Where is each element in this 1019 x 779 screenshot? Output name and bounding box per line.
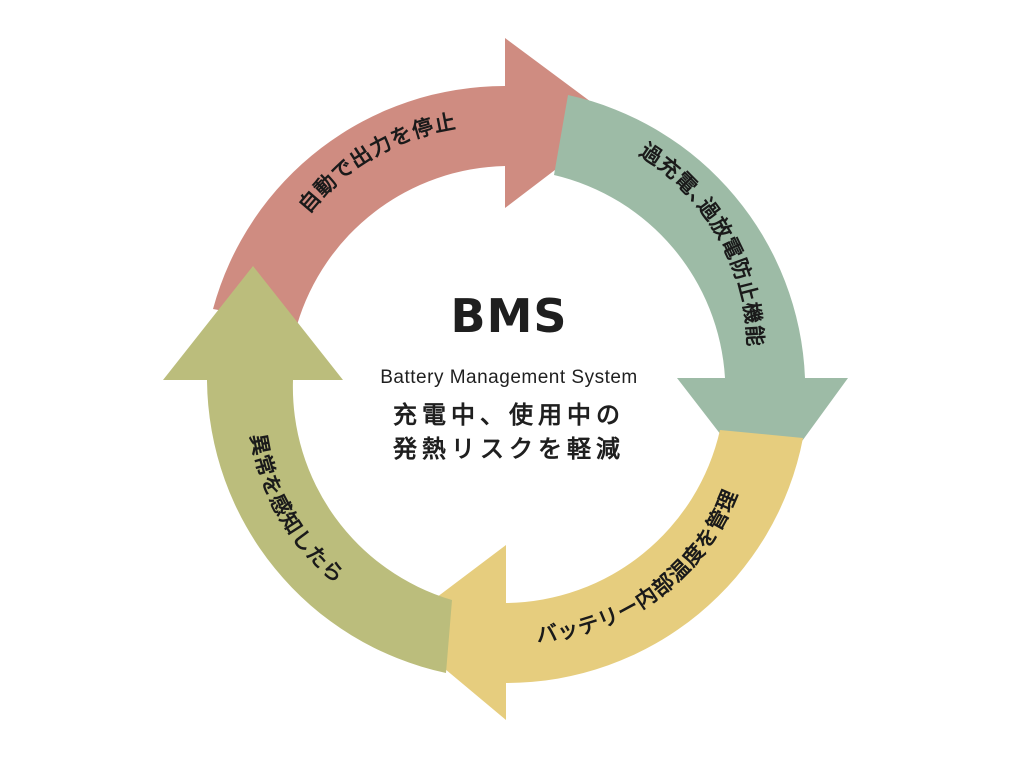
cycle-arrow-yellow <box>396 430 803 720</box>
cycle-segment-auto-stop: 自動で出力を停止 <box>213 38 618 325</box>
diagram-subtitle: Battery Management System <box>380 367 638 388</box>
cycle-segment-temperature-management: バッテリー内部温度を管理 <box>396 430 803 720</box>
description-line-2: 発熱リスクを軽減 <box>393 435 625 463</box>
cycle-arrow-red <box>213 38 618 325</box>
cycle-arrow-green <box>554 95 848 492</box>
center-text-block: BMS Battery Management System 充電中、使用中の 発… <box>309 288 709 466</box>
cycle-arrow-olive <box>163 266 452 673</box>
diagram-title: BMS <box>450 289 568 343</box>
description-line-1: 充電中、使用中の <box>393 401 625 429</box>
